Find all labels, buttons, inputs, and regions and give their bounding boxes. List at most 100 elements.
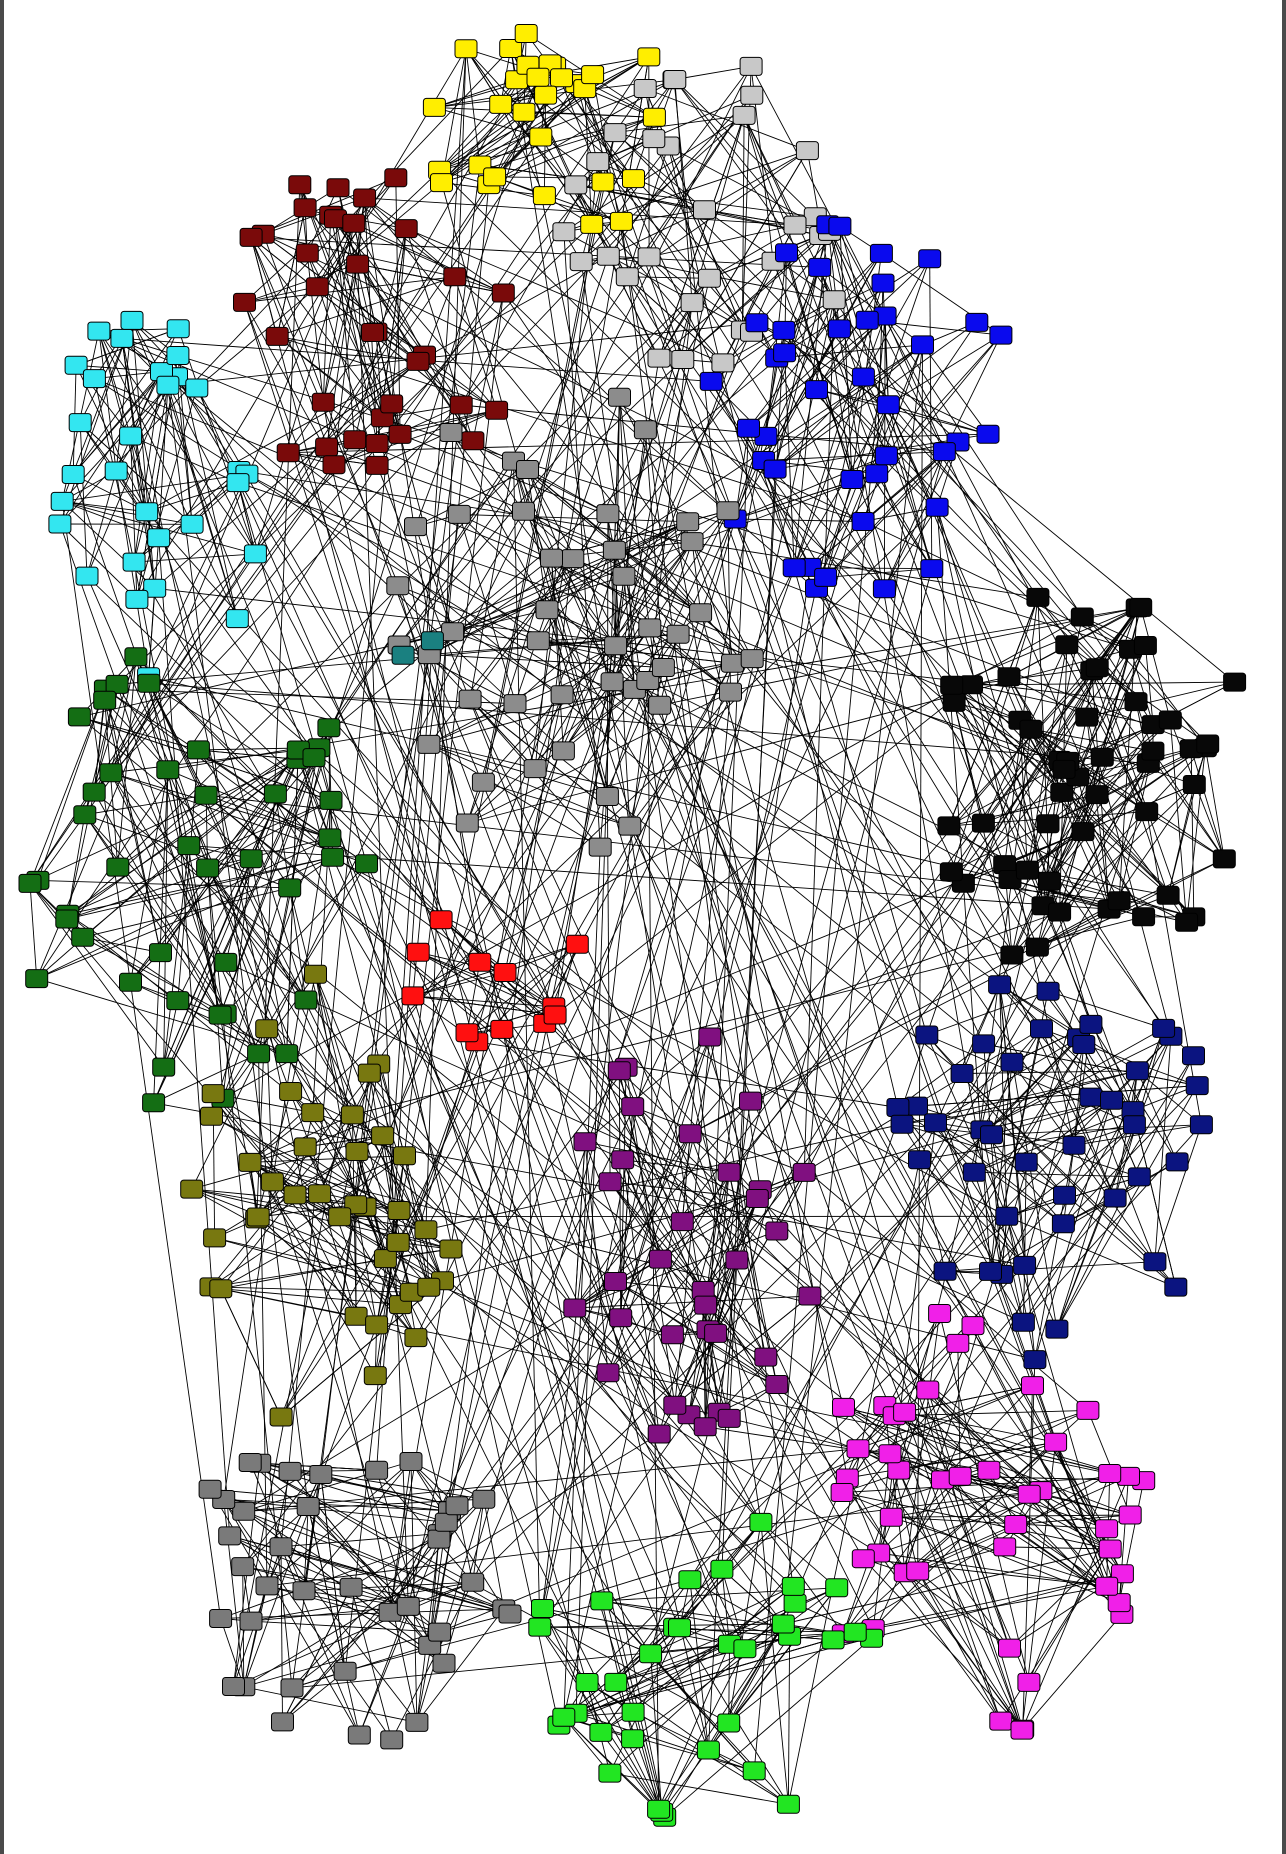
graph-edge xyxy=(689,858,1225,1135)
graph-edge xyxy=(951,684,1195,918)
graph-node-gray xyxy=(516,460,539,479)
graph-edge xyxy=(214,1236,412,1293)
graph-node-light-gray xyxy=(795,141,819,161)
graph-node-green xyxy=(621,1702,645,1722)
graph-edge xyxy=(322,263,359,403)
graph-node-green xyxy=(781,1576,805,1596)
graph-node-black xyxy=(1037,871,1061,891)
graph-edge xyxy=(625,1067,683,1222)
graph-node-gray xyxy=(719,682,742,702)
graph-node-magenta xyxy=(1017,1484,1041,1504)
graph-edge xyxy=(922,344,989,435)
graph-node-navy xyxy=(950,1064,974,1083)
graph-node-blue xyxy=(782,558,806,578)
graph-node-purple xyxy=(717,1162,741,1182)
graph-edge xyxy=(917,1570,1002,1722)
graph-edge xyxy=(191,1188,401,1305)
graph-edge xyxy=(1000,1548,1111,1722)
graph-edge xyxy=(167,385,310,1507)
graph-node-yellow xyxy=(637,47,661,67)
graph-edge xyxy=(250,237,401,435)
graph-node-black xyxy=(1090,747,1114,767)
graph-node-magenta xyxy=(993,1537,1017,1557)
graph-edge xyxy=(704,150,808,211)
graph-node-cyan xyxy=(156,375,180,395)
graph-edge xyxy=(816,258,931,589)
graph-edge xyxy=(291,1521,447,1689)
graph-node-yellow xyxy=(591,172,615,192)
graph-node-gray xyxy=(551,741,575,761)
graph-node-cyan xyxy=(243,544,267,564)
graph-node-maroon xyxy=(394,219,418,239)
graph-node-slate-gray xyxy=(498,1604,522,1624)
graph-node-maroon xyxy=(346,254,370,274)
graph-edge xyxy=(333,218,356,440)
graph-edge xyxy=(104,700,260,1054)
graph-node-blue xyxy=(871,273,895,293)
graph-node-blue xyxy=(989,325,1013,345)
graph-node-gray xyxy=(561,549,585,569)
graph-edge xyxy=(130,769,170,983)
graph-edge xyxy=(438,607,1142,1540)
graph-node-red xyxy=(490,1019,514,1039)
graph-node-slate-gray xyxy=(432,1653,456,1673)
graph-node-light-gray xyxy=(697,268,721,288)
graph-edge xyxy=(884,315,891,405)
graph-node-green xyxy=(783,1593,807,1613)
graph-edge xyxy=(110,772,227,963)
graph-node-black xyxy=(937,816,961,836)
graph-node-maroon xyxy=(380,394,404,414)
graph-edge xyxy=(439,79,517,171)
graph-node-cyan xyxy=(82,369,106,389)
graph-node-magenta xyxy=(977,1460,1001,1480)
graph-edge xyxy=(466,1006,554,1034)
graph-node-cyan xyxy=(104,461,128,481)
graph-node-dark-green xyxy=(318,828,342,848)
graph-node-olive xyxy=(439,1239,463,1259)
graph-edge xyxy=(997,984,1026,1266)
graph-node-purple xyxy=(598,1172,622,1192)
graph-node-gray xyxy=(633,420,657,440)
graph-node-navy xyxy=(1023,1350,1047,1370)
graph-edge xyxy=(580,261,660,359)
graph-edge xyxy=(1203,747,1225,859)
graph-edge xyxy=(709,1036,779,1385)
graph-node-magenta xyxy=(1095,1576,1119,1596)
graph-node-purple xyxy=(660,1325,684,1345)
graph-node-navy xyxy=(1036,981,1060,1001)
graph-node-slate-gray xyxy=(271,1712,294,1732)
graph-edge xyxy=(97,330,148,512)
graph-edge xyxy=(974,1085,1198,1173)
graph-edge xyxy=(653,138,752,333)
graph-node-light-gray xyxy=(633,79,657,98)
graph-node-magenta xyxy=(1004,1515,1028,1534)
graph-node-cyan xyxy=(147,528,171,548)
graph-node-dark-green xyxy=(99,763,123,783)
graph-node-maroon xyxy=(365,434,389,453)
graph-node-maroon xyxy=(276,443,300,463)
graph-edge xyxy=(98,330,132,437)
graph-node-maroon xyxy=(265,326,289,346)
graph-edge xyxy=(649,627,731,693)
graph-node-gray xyxy=(523,759,547,779)
graph-node-dark-green xyxy=(106,857,130,877)
graph-edge xyxy=(212,1093,376,1376)
graph-node-slate-gray xyxy=(296,1497,320,1516)
graph-edge xyxy=(434,79,517,108)
graph-node-gray xyxy=(600,672,624,692)
graph-node-slate-gray xyxy=(396,1596,420,1616)
graph-node-black xyxy=(971,813,995,833)
graph-edge xyxy=(304,1146,341,1217)
graph-node-slate-gray xyxy=(239,1611,263,1631)
graph-edge xyxy=(244,286,318,304)
graph-edge xyxy=(883,441,959,590)
graph-node-navy xyxy=(988,975,1012,995)
graph-node-purple xyxy=(745,1189,769,1208)
graph-node-blue xyxy=(775,243,798,263)
graph-node-maroon xyxy=(288,175,312,195)
graph-edge xyxy=(376,409,497,466)
graph-node-green xyxy=(733,1639,757,1659)
graph-edge xyxy=(961,984,1001,1074)
graph-edge xyxy=(1146,811,1225,860)
graph-edge xyxy=(299,184,401,435)
